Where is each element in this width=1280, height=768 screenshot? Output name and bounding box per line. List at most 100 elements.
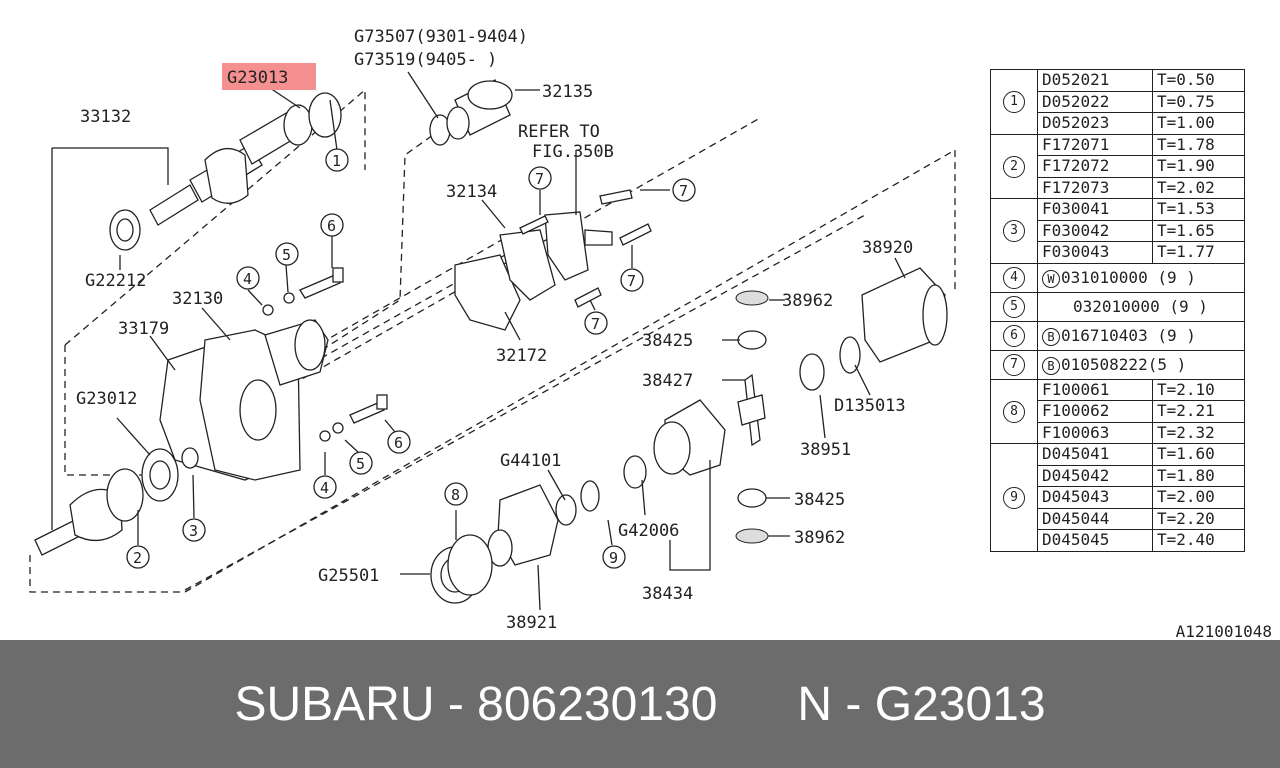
part-code-text: 016710403 (9 ) (1061, 325, 1196, 345)
part-code: D052023 (1037, 112, 1153, 135)
label-38427: 38427 (642, 371, 693, 391)
circled-number: 7 (1003, 354, 1025, 376)
label-g73519: G73519(9405- ) (354, 50, 497, 70)
callout-7c: 7 (627, 272, 636, 290)
callout-7b: 7 (679, 182, 688, 200)
circled-number: 9 (1003, 486, 1025, 509)
part-code: F100062 (1037, 400, 1153, 423)
callout-3: 3 (189, 522, 198, 540)
prefix-marker: W (1042, 269, 1060, 288)
callout-9: 9 (609, 549, 618, 567)
label-g22212: G22212 (85, 271, 146, 291)
part-code: D045045 (1037, 529, 1153, 552)
table-key-g8: 8 (990, 378, 1038, 444)
label-33179: 33179 (118, 319, 169, 339)
part-code: F172071 (1037, 133, 1153, 156)
thickness-value: T=1.00 (1152, 112, 1245, 135)
part-code: D045043 (1037, 486, 1153, 509)
label-g42006: G42006 (618, 521, 679, 541)
part-code: D045042 (1037, 464, 1153, 487)
circled-number: 1 (1003, 91, 1025, 114)
callout-5a: 5 (282, 246, 291, 264)
table-key-r6: 6 (990, 320, 1038, 351)
callout-circles: 1 2 3 4 4 5 5 6 6 7 7 7 7 8 9 (126, 148, 696, 569)
part-code-quantity: 032010000 (9 ) (1037, 291, 1245, 322)
thickness-value: T=2.32 (1152, 421, 1245, 444)
thickness-value: T=2.20 (1152, 507, 1245, 530)
table-key-g9: 9 (990, 443, 1038, 552)
table-key-g3: 3 (990, 198, 1038, 264)
label-g73507: G73507(9301-9404) (354, 27, 528, 47)
part-code-text: 031010000 (9 ) (1061, 267, 1196, 287)
highlighted-part-label (222, 63, 316, 90)
label-38920: 38920 (862, 238, 913, 258)
exploded-parts-diagram: G73507(9301-9404) G73519(9405- ) G23013 … (29, 27, 956, 633)
label-fig350b: FIG.350B (532, 142, 614, 162)
part-labels: G73507(9301-9404) G73519(9405- ) G23013 … (76, 27, 913, 633)
prefix-marker: B (1042, 327, 1060, 346)
label-38921: 38921 (506, 613, 557, 633)
thickness-value: T=2.02 (1152, 176, 1245, 199)
part-code: F030041 (1037, 198, 1153, 221)
part-code: F100061 (1037, 378, 1153, 401)
callout-4a: 4 (243, 270, 252, 288)
callout-6b: 6 (394, 434, 403, 452)
callout-7d: 7 (591, 315, 600, 333)
circled-number: 5 (1003, 296, 1025, 318)
circled-number: 8 (1003, 400, 1025, 423)
label-38425-top: 38425 (642, 331, 693, 351)
part-code: D045041 (1037, 443, 1153, 466)
part-code: F030042 (1037, 219, 1153, 242)
assembly-dashed-lines (29, 88, 956, 593)
callout-4b: 4 (320, 479, 329, 497)
thickness-value: T=2.40 (1152, 529, 1245, 552)
thickness-value: T=1.60 (1152, 443, 1245, 466)
table-key-r4: 4 (990, 262, 1038, 293)
part-code-text: 010508222(5 ) (1061, 354, 1187, 374)
label-g23013: G23013 (227, 68, 288, 88)
cover-plate-part (454, 211, 613, 331)
label-refer-to: REFER TO (518, 122, 600, 142)
label-38962-bottom: 38962 (794, 528, 845, 548)
label-g23012: G23012 (76, 389, 137, 409)
circled-number: 4 (1003, 267, 1025, 289)
thickness-value: T=2.10 (1152, 378, 1245, 401)
callout-1: 1 (332, 152, 341, 170)
thickness-value: T=2.00 (1152, 486, 1245, 509)
bolts-and-washers (262, 189, 652, 442)
mainshaft-part (109, 92, 342, 251)
label-g25501: G25501 (318, 566, 379, 586)
label-33132: 33132 (80, 107, 131, 127)
thickness-value: T=0.75 (1152, 90, 1245, 113)
label-32135: 32135 (542, 82, 593, 102)
part-code: F172073 (1037, 176, 1153, 199)
part-code: D045044 (1037, 507, 1153, 530)
label-38425-bottom: 38425 (794, 490, 845, 510)
part-code: F172072 (1037, 155, 1153, 178)
thickness-value: T=1.65 (1152, 219, 1245, 242)
callout-5b: 5 (356, 455, 365, 473)
label-32134: 32134 (446, 182, 497, 202)
callout-2: 2 (133, 549, 142, 567)
thickness-value: T=1.90 (1152, 155, 1245, 178)
thickness-value: T=0.50 (1152, 69, 1245, 92)
label-38962-top: 38962 (782, 291, 833, 311)
differential-parts (430, 267, 948, 604)
leader-lines (51, 71, 906, 611)
drive-pinion-part (34, 447, 199, 556)
